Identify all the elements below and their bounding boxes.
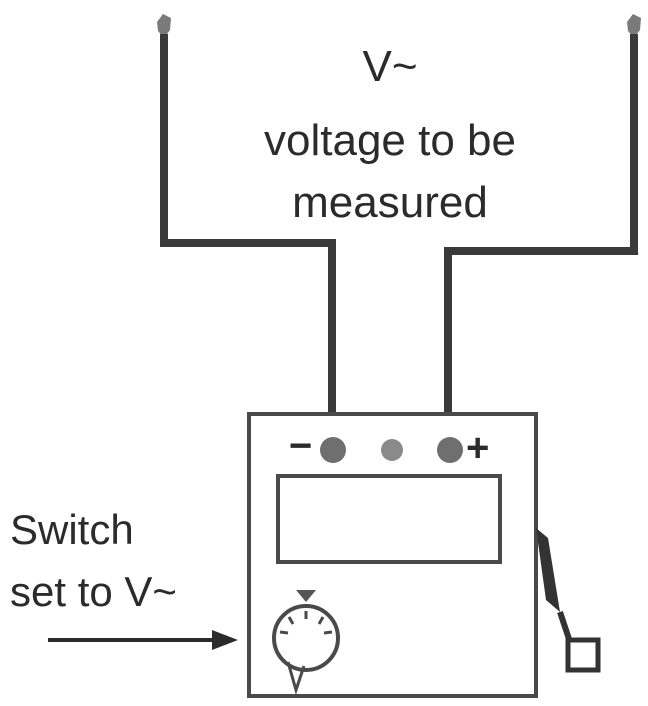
switch-label-line1: Switch <box>10 506 134 553</box>
left-probe-wire <box>160 34 336 444</box>
switch-arrow <box>48 630 238 650</box>
side-clip <box>536 528 601 673</box>
right-probe-wire <box>444 34 638 444</box>
terminal-com <box>320 437 346 463</box>
plus-sign: + <box>466 426 490 470</box>
rotary-switch <box>272 604 340 696</box>
selector-indicator <box>296 590 316 602</box>
left-probe-tip <box>157 14 171 38</box>
voltage-symbol-label: V~ <box>362 42 418 91</box>
switch-label-line2: set to V~ <box>10 568 177 615</box>
voltage-description-line2: measured <box>292 178 488 227</box>
right-probe-tip <box>627 14 641 38</box>
terminal-middle <box>381 439 403 461</box>
minus-sign: − <box>289 424 313 468</box>
lcd-display <box>276 474 502 564</box>
terminal-v <box>437 437 463 463</box>
voltage-description-line1: voltage to be <box>264 116 516 165</box>
